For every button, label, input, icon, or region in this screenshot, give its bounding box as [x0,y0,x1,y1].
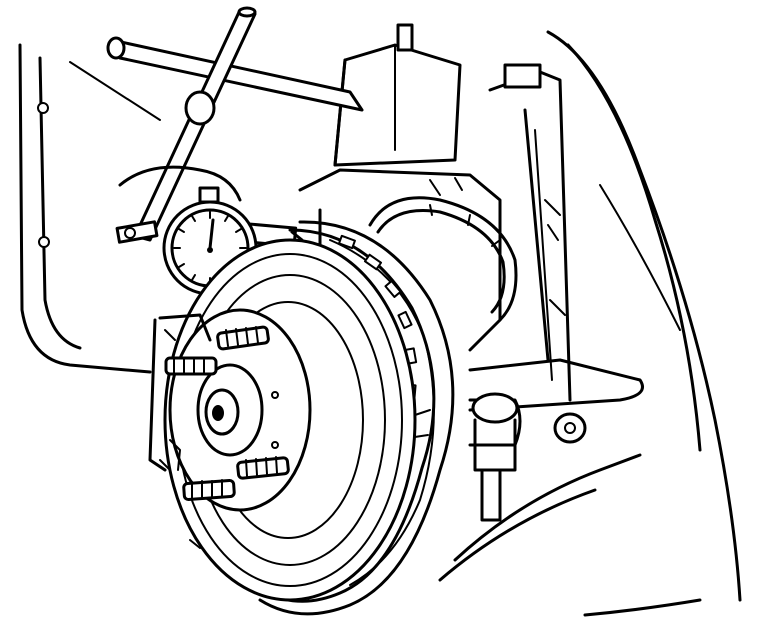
lower-control-arm [438,358,644,582]
wheel-studs [164,325,290,501]
wheel-stud [236,456,290,480]
dial-indicator-mount [106,6,364,244]
steering-knuckle [298,23,502,352]
fender [546,30,742,617]
rod-clamp [184,90,216,126]
inner-fender-panel [18,43,161,374]
wheel-stud [216,325,270,351]
wheel-stud [182,479,236,501]
fender-bolt [38,236,50,248]
fender-bolt [37,102,49,114]
brake-hose [368,196,518,322]
caliper-bracket [148,313,212,472]
strut-assembly [488,63,572,402]
dial-needle [208,218,215,250]
wheel-stud [164,356,218,376]
strut-nut [503,63,542,89]
knuckle-stud [396,23,414,52]
tie-rod-end [471,392,519,424]
